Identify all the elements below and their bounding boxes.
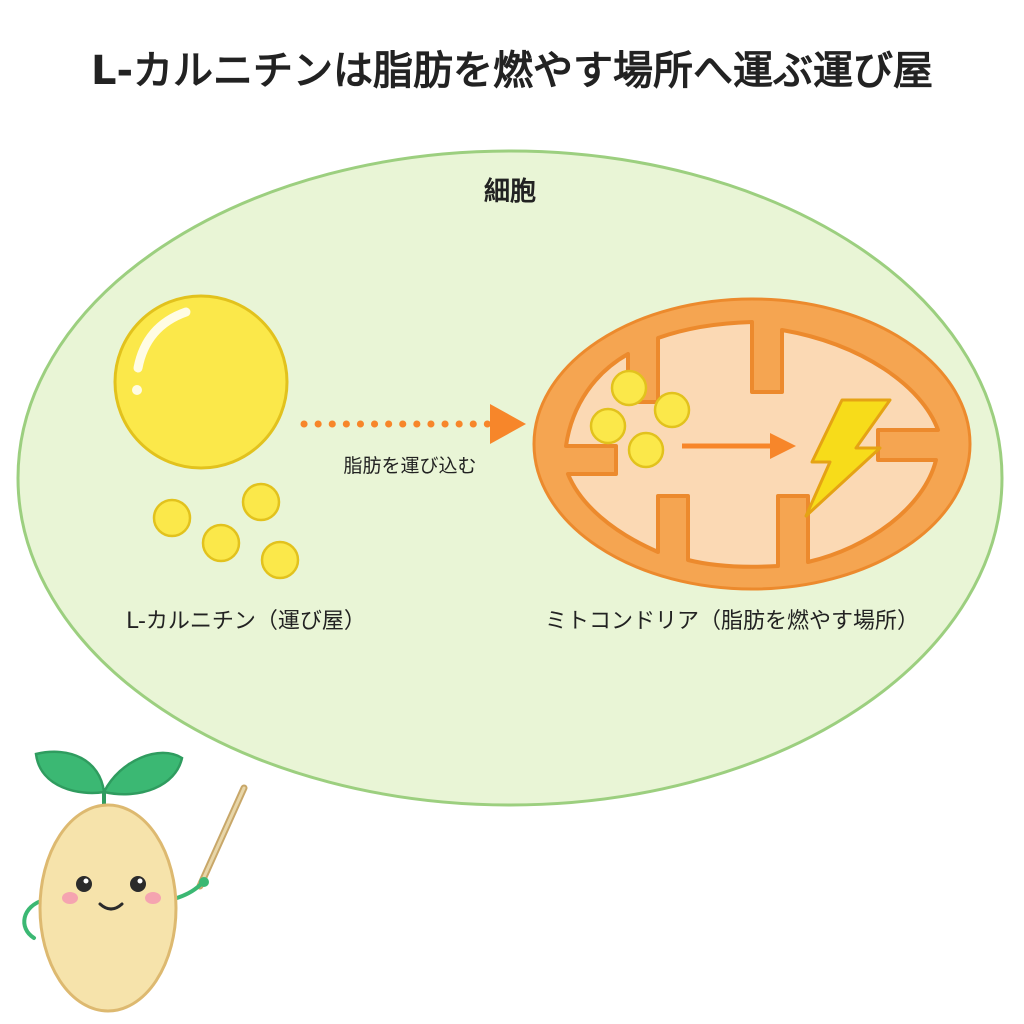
lightning-bolt-icon [804,398,892,518]
carnitine-droplet [241,482,281,522]
page-title: L-カルニチンは脂肪を燃やす場所へ運ぶ運び屋 [91,48,933,94]
carnitine-droplet [152,498,192,538]
mitochondria-label: ミトコンドリア（脂肪を燃やす場所） [545,609,919,634]
transport-arrow [300,404,526,444]
fat-droplet-icon [113,294,289,470]
l-carnitine-droplets [152,482,300,580]
mascot-eye [130,876,146,892]
transport-label: 脂肪を運び込む [343,455,476,477]
fat-droplet-inside [610,369,648,407]
sprout-mascot [22,750,248,1013]
fat-droplet-inside [627,431,665,469]
carnitine-droplet [201,523,241,563]
leaf-icon [34,750,106,795]
leaf-icon [102,751,184,796]
mitochondria [532,297,972,591]
carrier-label: L-カルニチン（運び屋） [126,609,366,634]
mascot-eye [76,876,92,892]
burning-arrowhead [770,433,796,459]
fat-droplet-inside [589,407,627,445]
cell-label: 細胞 [484,176,536,207]
fat-droplet-inside [653,391,691,429]
carnitine-droplet [260,540,300,580]
